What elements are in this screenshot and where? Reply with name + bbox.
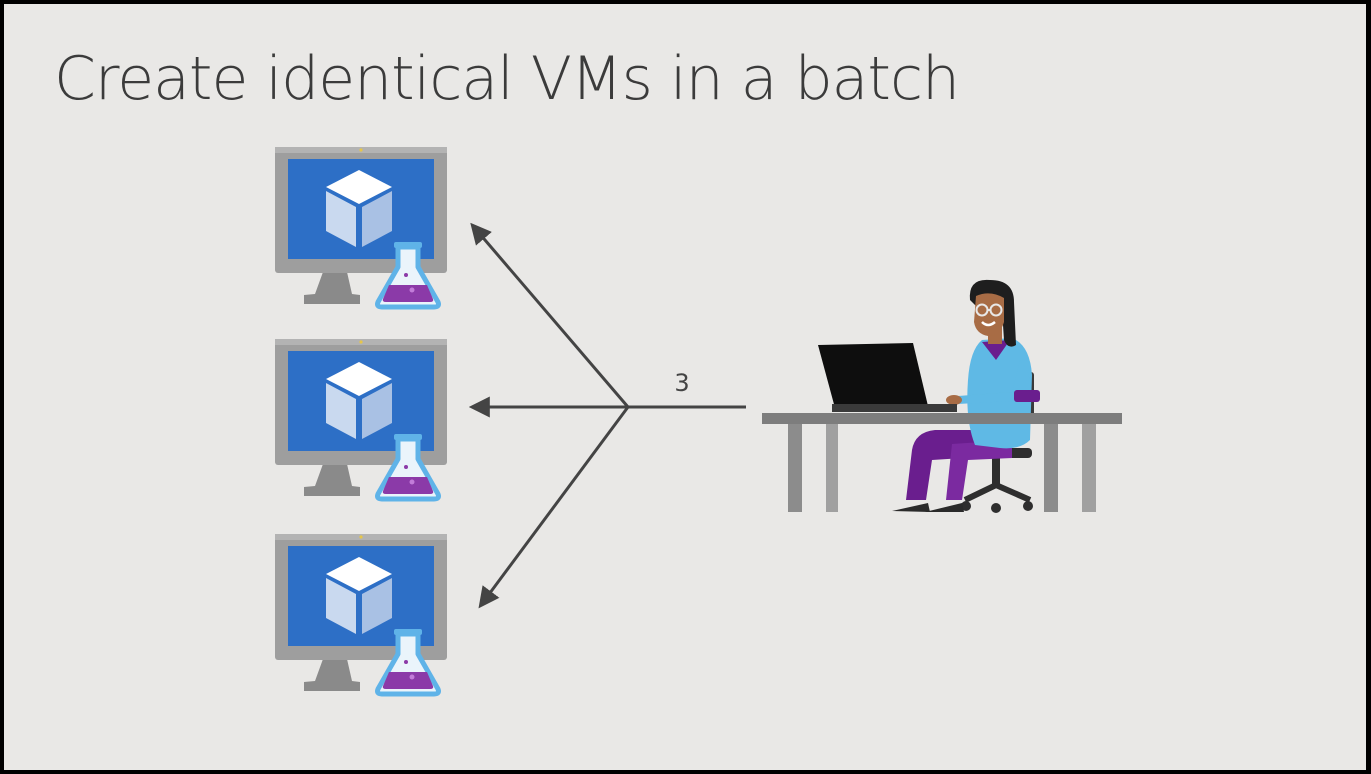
vm-icon-1	[275, 147, 447, 307]
arrow-to-vm-3	[478, 406, 630, 609]
slide-title: Create identical VMs in a batch	[54, 44, 960, 114]
vm-icon-3	[275, 534, 447, 694]
slide: Create identical VMs in a batch	[4, 4, 1366, 770]
arrows	[468, 222, 746, 609]
vm-count-label: 3	[674, 369, 689, 397]
batch-vm-diagram: 3	[4, 4, 1122, 770]
vm-icon-2	[275, 339, 447, 499]
person-at-laptop-icon	[762, 279, 1122, 513]
arrow-to-vm-1	[470, 222, 630, 408]
